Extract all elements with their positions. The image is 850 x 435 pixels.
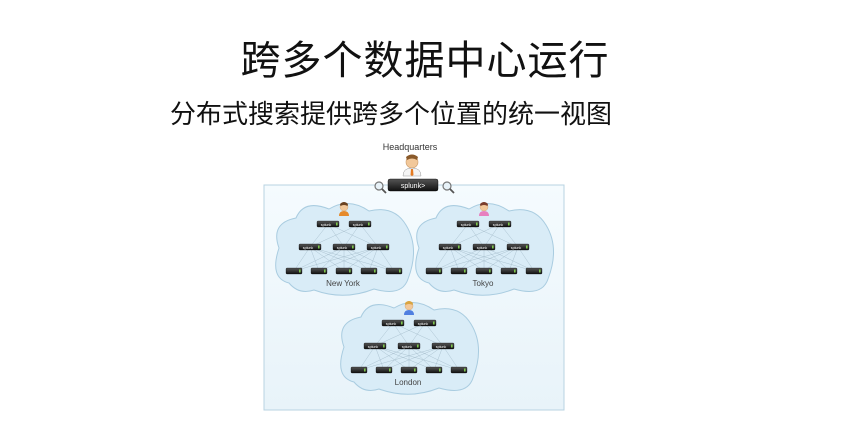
- splunk-server-node: [475, 267, 493, 275]
- splunk-node-label: splunk: [511, 246, 522, 250]
- splunk-server-node: splunk: [381, 319, 405, 327]
- splunk-server-node: splunk: [332, 243, 356, 251]
- splunk-node-label: splunk: [461, 223, 472, 227]
- splunk-server-node: splunk: [348, 220, 372, 228]
- splunk-server-node: [400, 366, 418, 374]
- splunk-node-label: splunk: [371, 246, 382, 250]
- splunk-node-label: splunk: [402, 345, 413, 349]
- headquarters-search-head: splunk>: [387, 178, 439, 192]
- splunk-server-node: [310, 267, 328, 275]
- splunk-node-label: splunk: [321, 223, 332, 227]
- search-icon: [442, 181, 455, 194]
- splunk-server-node: [425, 267, 443, 275]
- site-label: Tokyo: [473, 279, 494, 288]
- splunk-server-node: [375, 366, 393, 374]
- splunk-server-node: [360, 267, 378, 275]
- splunk-node-label: splunk: [337, 246, 348, 250]
- splunk-node-label: splunk: [368, 345, 379, 349]
- search-icon: [374, 181, 387, 194]
- splunk-node-label: splunk: [436, 345, 447, 349]
- splunk-server-node: splunk: [298, 243, 322, 251]
- splunk-server-node: splunk: [363, 342, 387, 350]
- splunk-server-node: splunk: [413, 319, 437, 327]
- site-user-icon: [404, 301, 414, 315]
- splunk-server-node: [525, 267, 543, 275]
- headquarters-label: Headquarters: [382, 142, 438, 152]
- page-subtitle: 分布式搜索提供跨多个位置的统一视图: [170, 100, 613, 130]
- splunk-server-node: [350, 366, 368, 374]
- splunk-server-node: [450, 366, 468, 374]
- site-user-icon: [339, 202, 349, 216]
- splunk-server-node: splunk: [488, 220, 512, 228]
- splunk-server-node: splunk: [456, 220, 480, 228]
- splunk-node-label: splunk: [443, 246, 454, 250]
- splunk-logo-text: splunk>: [401, 183, 425, 190]
- splunk-node-label: splunk: [386, 322, 397, 326]
- splunk-server-node: [500, 267, 518, 275]
- site-label: London: [395, 378, 422, 387]
- splunk-server-node: splunk: [506, 243, 530, 251]
- splunk-server-node: splunk: [472, 243, 496, 251]
- site-label: New York: [326, 279, 361, 288]
- splunk-server-node: [385, 267, 403, 275]
- splunk-server-node: splunk: [397, 342, 421, 350]
- splunk-server-node: [425, 366, 443, 374]
- site-user-icon: [479, 202, 489, 216]
- splunk-server-node: [335, 267, 353, 275]
- splunk-node-label: splunk: [353, 223, 364, 227]
- splunk-node-label: splunk: [477, 246, 488, 250]
- splunk-node-label: splunk: [418, 322, 429, 326]
- splunk-server-node: splunk: [431, 342, 455, 350]
- headquarters-user-icon: [402, 154, 422, 177]
- splunk-node-label: splunk: [493, 223, 504, 227]
- splunk-node-label: splunk: [303, 246, 314, 250]
- splunk-server-node: [450, 267, 468, 275]
- page-title: 跨多个数据中心运行: [240, 38, 610, 84]
- splunk-server-node: [285, 267, 303, 275]
- splunk-server-node: splunk: [366, 243, 390, 251]
- splunk-server-node: splunk: [316, 220, 340, 228]
- splunk-server-node: splunk: [438, 243, 462, 251]
